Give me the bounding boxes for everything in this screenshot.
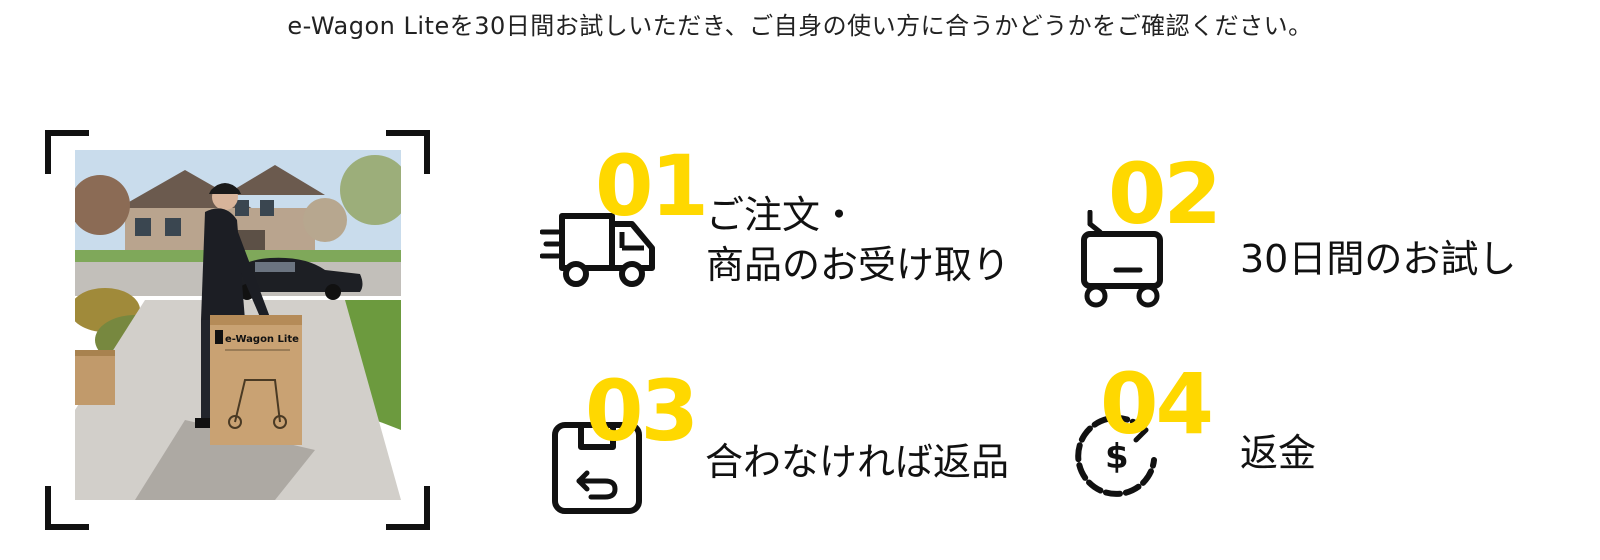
step-number-04: 04 (1100, 355, 1214, 453)
svg-text:$: $ (1105, 437, 1129, 477)
refund-dollar-icon: $ (1074, 410, 1164, 504)
step-label-02: 30日間のお試し (1240, 237, 1517, 281)
frame-corner-top-right (386, 130, 430, 174)
delivery-truck-icon (539, 210, 660, 294)
frame-corner-top-left (45, 130, 89, 174)
frame-corner-bottom-left (45, 486, 89, 530)
intro-text: e-Wagon Liteを30日間お試しいただき、ご自身の使い方に合うかどうかを… (287, 12, 1313, 40)
frame-corner-bottom-right (386, 486, 430, 530)
step-04: $ 04 返金 (1074, 360, 1574, 530)
delivery-photo: e-Wagon Lite (75, 150, 401, 500)
step-number-02: 02 (1108, 145, 1222, 243)
step-label-01: ご注文・ 商品のお受け取り (706, 190, 1010, 290)
box-brand-label: e-Wagon Lite (225, 334, 299, 345)
step-label-01-line2: 商品のお受け取り (706, 243, 1011, 287)
step-number-03: 03 (585, 362, 699, 460)
photo-frame: e-Wagon Lite (45, 130, 430, 530)
step-label-04: 返金 (1240, 431, 1317, 475)
delivery-photo-illustration: e-Wagon Lite (75, 150, 401, 500)
step-label-01-line1: ご注文・ (706, 193, 859, 237)
step-label-03: 合わなければ返品 (705, 440, 1010, 484)
step-03: 03 合わなければ返品 (545, 365, 1045, 535)
step-number-01: 01 (595, 137, 709, 235)
step-01: 01 ご注文・ 商品のお受け取り (539, 137, 1040, 310)
return-box-icon (551, 421, 643, 521)
step-02: 02 30日間のお試し (1078, 150, 1578, 320)
wagon-cart-icon (1078, 209, 1168, 314)
